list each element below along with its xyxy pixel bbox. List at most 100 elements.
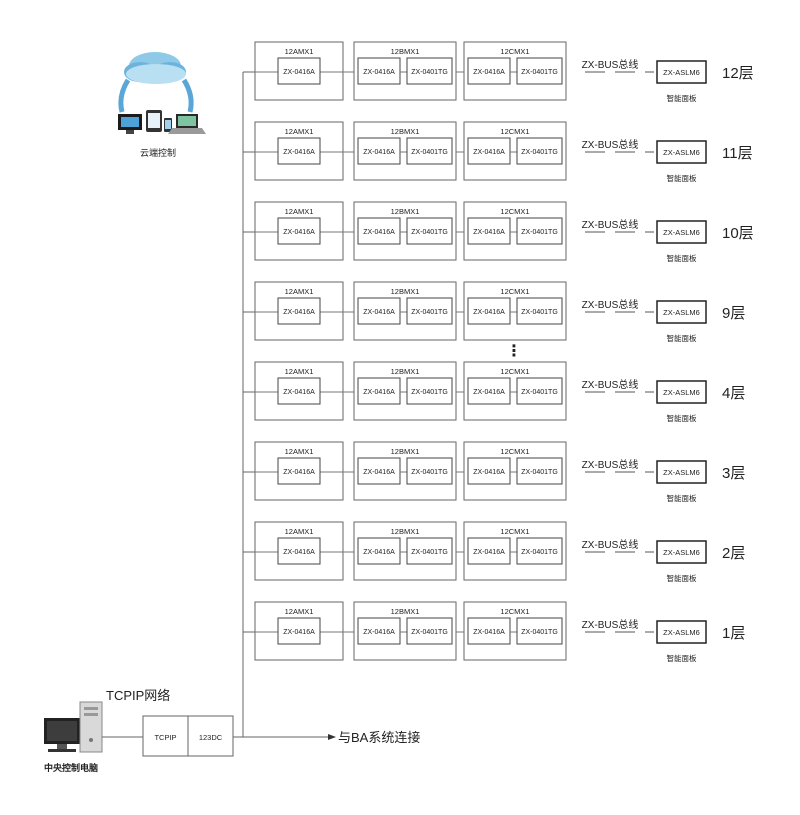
tcpip-network-title: TCPIP网络 [106,688,170,703]
smart-panel-box [656,60,707,84]
dc-box-label: 123DC [199,733,223,742]
dimmer-0416a-box [357,57,401,85]
relay-0401tg-box [516,297,563,325]
dimmer-0416a-box [467,137,511,165]
smart-panel-box [656,380,707,404]
floor-label: 9层 [722,305,745,322]
smart-panel-device-label: ZX-ASLM6 [663,308,700,317]
dimmer-0416a-label: ZX-0416A [283,309,315,316]
module-b-title: 12BMX1 [391,47,420,56]
module-c-title: 12CMX1 [500,287,529,296]
computer-icon [44,701,103,753]
monitor-icon [118,114,142,134]
smart-panel-caption: 智能面板 [667,253,697,263]
module-a-title: 12AMX1 [285,207,314,216]
relay-0401tg-box [516,377,563,405]
smart-panel-box [656,300,707,324]
dimmer-0416a-label: ZX-0416A [283,469,315,476]
dimmer-0416a-box [277,57,321,85]
dimmer-0416a-box [467,217,511,245]
central-pc-label: 中央控制电脑 [44,762,98,773]
relay-0401tg-box [406,137,453,165]
laptop-icon [168,114,206,134]
dimmer-0416a-box [277,137,321,165]
bus-label: ZX-BUS总线 [582,58,639,71]
dimmer-0416a-label: ZX-0416A [473,309,505,316]
module-c-title: 12CMX1 [500,607,529,616]
smart-panel-device-label: ZX-ASLM6 [663,388,700,397]
arrow-icon [328,734,336,740]
relay-0401tg-box [516,537,563,565]
central-network-section: TCPIP网络 中央控制电脑 TCPIP 123DC 与BA系统连接 [44,688,420,773]
relay-0401tg-box [406,537,453,565]
dimmer-0416a-label: ZX-0416A [473,69,505,76]
dimmer-0416a-label: ZX-0416A [473,229,505,236]
relay-0401tg-label: ZX-0401TG [411,149,448,156]
dimmer-0416a-box [357,457,401,485]
smart-panel-device-label: ZX-ASLM6 [663,468,700,477]
floors-omitted-ellipsis: ⋮ [506,343,522,360]
phone-icon [164,118,172,132]
smart-panel-box [656,540,707,564]
smart-panel-caption: 智能面板 [667,493,697,503]
bus-label: ZX-BUS总线 [582,378,639,391]
dimmer-0416a-label: ZX-0416A [363,549,395,556]
relay-0401tg-label: ZX-0401TG [521,69,558,76]
dimmer-0416a-box [357,377,401,405]
cloud-control-label: 云端控制 [140,147,176,158]
smart-panel-caption: 智能面板 [667,413,697,423]
module-c-title: 12CMX1 [500,447,529,456]
smart-panel-box [656,140,707,164]
relay-0401tg-label: ZX-0401TG [521,469,558,476]
dimmer-0416a-box [467,377,511,405]
smart-panel-device-label: ZX-ASLM6 [663,68,700,77]
bus-label: ZX-BUS总线 [582,618,639,631]
module-a-title: 12AMX1 [285,367,314,376]
module-a-title: 12AMX1 [285,287,314,296]
smart-panel-device-label: ZX-ASLM6 [663,548,700,557]
tablet-icon [146,110,162,132]
relay-0401tg-box [516,617,563,645]
floor-label: 11层 [722,145,753,162]
relay-0401tg-box [406,617,453,645]
floor-label: 4层 [722,385,745,402]
relay-0401tg-label: ZX-0401TG [521,549,558,556]
dimmer-0416a-label: ZX-0416A [363,469,395,476]
floor-label: 3层 [722,465,745,482]
dimmer-0416a-label: ZX-0416A [473,629,505,636]
dimmer-0416a-label: ZX-0416A [363,389,395,396]
relay-0401tg-label: ZX-0401TG [411,229,448,236]
floor-label: 1层 [722,625,745,642]
dimmer-0416a-label: ZX-0416A [473,149,505,156]
module-a-title: 12AMX1 [285,127,314,136]
dimmer-0416a-label: ZX-0416A [363,629,395,636]
dimmer-0416a-label: ZX-0416A [363,69,395,76]
dimmer-0416a-box [277,217,321,245]
dimmer-0416a-label: ZX-0416A [473,469,505,476]
smart-panel-caption: 智能面板 [667,93,697,103]
module-b-title: 12BMX1 [391,367,420,376]
smart-panel-caption: 智能面板 [667,653,697,663]
module-b-title: 12BMX1 [391,207,420,216]
relay-0401tg-label: ZX-0401TG [411,549,448,556]
relay-0401tg-box [516,457,563,485]
module-c-title: 12CMX1 [500,127,529,136]
relay-0401tg-box [406,457,453,485]
relay-0401tg-label: ZX-0401TG [411,389,448,396]
smart-panel-caption: 智能面板 [667,573,697,583]
dimmer-0416a-box [467,57,511,85]
relay-0401tg-box [516,57,563,85]
smart-panel-caption: 智能面板 [667,173,697,183]
dimmer-0416a-box [357,537,401,565]
relay-0401tg-box [406,217,453,245]
relay-0401tg-label: ZX-0401TG [411,469,448,476]
floor-label: 2层 [722,545,745,562]
relay-0401tg-label: ZX-0401TG [521,629,558,636]
